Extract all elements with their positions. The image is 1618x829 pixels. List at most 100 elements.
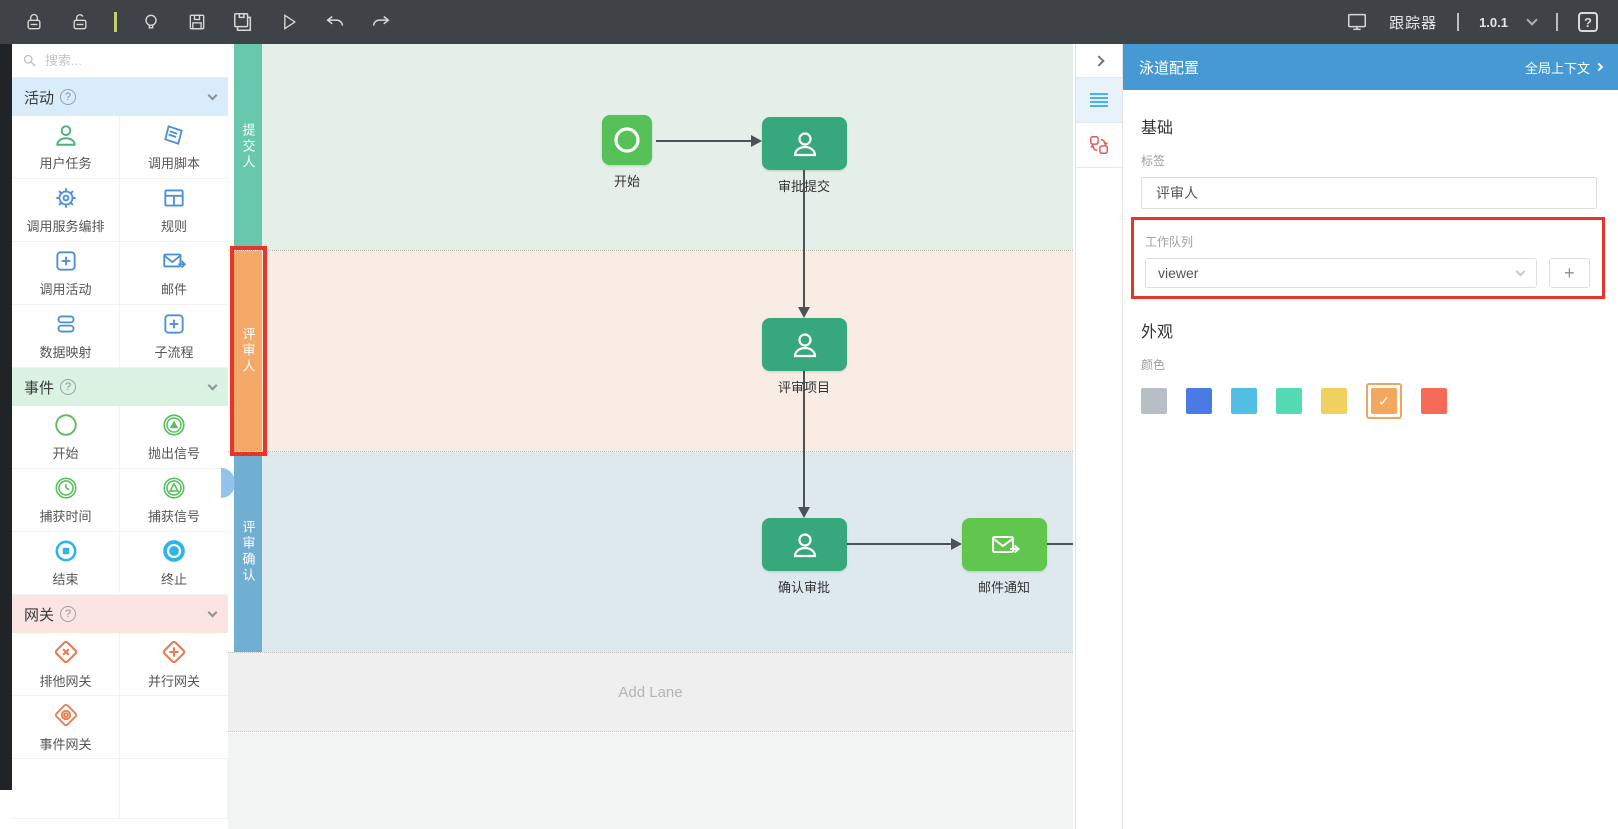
basic-section-title: 基础: [1141, 120, 1174, 137]
lane-header-review-confirm[interactable]: 评审确认: [234, 452, 262, 652]
panel-title: 泳道配置: [1139, 59, 1200, 77]
search-icon: [23, 54, 36, 67]
tracker-button[interactable]: 跟踪器: [1389, 14, 1438, 32]
undo-icon[interactable]: [323, 10, 347, 34]
node-label: 评审项目: [777, 380, 830, 395]
palette-item-rule[interactable]: 规则: [120, 179, 228, 242]
label-field-label: 标签: [1141, 154, 1166, 168]
node-start[interactable]: [602, 115, 652, 165]
appearance-section-title: 外观: [1141, 324, 1174, 341]
lane-header-reviewer[interactable]: 评审人: [234, 251, 262, 451]
lane-body-review-confirm[interactable]: [262, 452, 1073, 652]
search-input[interactable]: [45, 53, 205, 68]
palette-item-call-activity[interactable]: 调用活动: [12, 242, 120, 305]
monitor-icon[interactable]: [1345, 10, 1369, 34]
palette-item-data-mapping[interactable]: 数据映射: [12, 305, 120, 368]
chevron-down-icon: [207, 380, 218, 390]
node-mail-notify[interactable]: [962, 518, 1047, 571]
color-swatch-red[interactable]: [1421, 388, 1447, 414]
redo-icon[interactable]: [369, 10, 393, 34]
version-label: 1.0.1: [1479, 14, 1508, 30]
node-review-project[interactable]: [762, 318, 847, 371]
palette-item-call-script[interactable]: 调用脚本: [120, 116, 228, 179]
palette-item-throw-signal[interactable]: 抛出信号: [120, 406, 228, 469]
lanes-icon: [1090, 93, 1108, 107]
catch-signal-icon: [163, 477, 185, 499]
add-queue-button[interactable]: +: [1548, 258, 1590, 288]
node-approval-submit[interactable]: [762, 117, 847, 170]
work-queue-select[interactable]: viewer: [1145, 258, 1537, 288]
node-label: 确认审批: [777, 580, 830, 595]
tab-swap-config[interactable]: [1076, 123, 1122, 168]
global-context-link[interactable]: 全局上下文: [1525, 58, 1604, 77]
palette-empty-cell: [120, 696, 228, 759]
question-icon: ?: [60, 89, 77, 105]
version-dropdown-chevron-icon[interactable]: [1526, 14, 1538, 26]
color-swatch-yellow[interactable]: [1321, 388, 1347, 414]
palette-item-end-event[interactable]: 结束: [12, 532, 120, 595]
palette-item-catch-timer[interactable]: 捕获时间: [12, 469, 120, 532]
section-header-events[interactable]: 事件 ?: [12, 368, 228, 406]
palette-item-parallel-gateway[interactable]: 并行网关: [120, 633, 228, 696]
color-swatch-gray[interactable]: [1141, 388, 1167, 414]
palette-item-user-task[interactable]: 用户任务: [12, 116, 120, 179]
lane-config-panel: 泳道配置 全局上下文 基础 标签 工作队列 viewer +: [1122, 44, 1618, 829]
parallel-gateway-icon: [162, 640, 186, 664]
toolbar-separator: [1556, 13, 1558, 31]
chevron-down-icon: [1515, 266, 1526, 276]
panel-collapse-button[interactable]: [1076, 44, 1122, 78]
diagram-canvas[interactable]: 提交人 评审人 评审确认 Add Lane 开始 审批提交: [221, 44, 1073, 829]
chevron-down-icon: [207, 90, 218, 100]
save-icon[interactable]: [185, 10, 209, 34]
palette-item-catch-signal[interactable]: 捕获信号: [120, 469, 228, 532]
chevron-right-icon: [1093, 54, 1105, 67]
top-toolbar: 跟踪器 1.0.1 ?: [0, 0, 1618, 44]
label-input[interactable]: [1141, 177, 1597, 209]
palette-collapse-handle[interactable]: [221, 468, 235, 498]
palette-empty-row: [12, 759, 228, 819]
user-icon: [793, 332, 816, 357]
palette-item-service-orchestration[interactable]: 调用服务编排: [12, 179, 120, 242]
question-icon: ?: [60, 606, 77, 622]
exclusive-gateway-icon: [54, 640, 77, 664]
node-confirm-approval[interactable]: [762, 518, 847, 571]
palette-item-terminate-event[interactable]: 终止: [120, 532, 228, 595]
toolbar-separator: [1457, 13, 1460, 31]
lane-body-reviewer[interactable]: [262, 251, 1073, 451]
palette-item-exclusive-gateway[interactable]: 排他网关: [12, 633, 120, 696]
user-icon: [793, 532, 816, 557]
lane-header-submitter[interactable]: 提交人: [234, 44, 262, 250]
palette-item-mail[interactable]: 邮件: [120, 242, 228, 305]
end-event-icon: [54, 540, 77, 562]
canvas-background: [228, 733, 1073, 829]
node-label: 开始: [613, 174, 640, 189]
plus-box-icon: [55, 251, 76, 271]
lightbulb-icon[interactable]: [139, 10, 163, 34]
unlock-icon[interactable]: [68, 10, 92, 34]
color-swatch-orange-selected[interactable]: ✓: [1366, 383, 1402, 419]
tab-lane-config[interactable]: [1076, 78, 1122, 123]
palette-item-subprocess[interactable]: 子流程: [120, 305, 228, 368]
lane-review-confirm: 评审确认: [228, 451, 1073, 652]
color-swatch-blue[interactable]: [1186, 388, 1212, 414]
start-ring-icon: [614, 127, 640, 153]
section-header-activities[interactable]: 活动 ?: [12, 78, 228, 116]
color-swatch-mint[interactable]: [1276, 388, 1302, 414]
add-lane-button[interactable]: Add Lane: [228, 652, 1073, 732]
play-icon[interactable]: [277, 10, 301, 34]
palette-item-start-event[interactable]: 开始: [12, 406, 120, 469]
lock-icon[interactable]: [22, 10, 46, 34]
color-swatch-sky[interactable]: [1231, 388, 1257, 414]
save-all-icon[interactable]: [231, 10, 255, 34]
lane-submitter: 提交人: [228, 44, 1073, 250]
panel-header: 泳道配置 全局上下文: [1123, 44, 1618, 90]
lane-body-submitter[interactable]: [262, 44, 1073, 250]
help-icon[interactable]: ?: [1578, 12, 1598, 32]
chevron-right-icon: [1594, 62, 1604, 72]
color-swatch-row: ✓: [1141, 383, 1600, 419]
section-header-gateways[interactable]: 网关 ?: [12, 595, 228, 633]
palette-item-event-gateway[interactable]: 事件网关: [12, 696, 120, 759]
user-icon: [793, 131, 816, 156]
script-icon: [164, 125, 183, 145]
mail-icon: [991, 535, 1020, 553]
